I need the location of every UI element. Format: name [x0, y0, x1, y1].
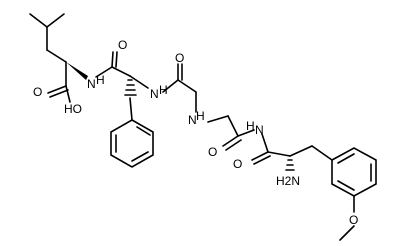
bond: [339, 225, 355, 241]
bond: [95, 66, 113, 78]
bond: [65, 85, 71, 103]
atom-label-h: H: [246, 119, 255, 133]
bond: [177, 79, 197, 93]
stereo-hash: [124, 79, 137, 96]
atom-label-o: O: [33, 85, 42, 99]
bond: [227, 115, 239, 137]
bond: [311, 145, 333, 161]
bond: [111, 66, 131, 77]
phenylalanine-residue: [95, 51, 154, 168]
stereo-hash: [285, 159, 295, 171]
bond: [47, 85, 67, 94]
atom-label-n: N: [255, 123, 264, 137]
bond: [289, 145, 313, 157]
bond: [129, 97, 133, 121]
bond: [111, 51, 114, 68]
atom-label-o: O: [233, 157, 242, 171]
leucine-residue: [29, 13, 88, 103]
atom-label-h: H: [96, 73, 105, 87]
bond: [46, 49, 67, 63]
bond: [115, 51, 118, 68]
atom-label-o: O: [175, 51, 184, 65]
bond: [49, 89, 69, 98]
atom-label-h2n: H2N: [276, 174, 300, 188]
bond: [162, 79, 179, 93]
anisole-ring: [331, 147, 377, 197]
bond: [261, 133, 269, 153]
atom-label-h: H: [159, 83, 168, 97]
stereo-wedge: [66, 62, 88, 80]
bond: [253, 155, 271, 165]
atom-label-o: O: [208, 145, 217, 159]
bond: [237, 129, 255, 137]
bond: [267, 151, 291, 157]
bond: [225, 139, 242, 151]
glycine-residue-2: [162, 63, 197, 113]
bond: [207, 115, 229, 123]
atom-label-o: O: [118, 38, 127, 52]
benzene-ring: [110, 119, 154, 168]
atom-label-o: O: [349, 213, 358, 227]
bond: [29, 13, 48, 28]
atom-label-ho: HO: [64, 102, 82, 116]
glycine-residue-1: [207, 115, 255, 151]
atom-label-n: N: [87, 77, 96, 91]
bond: [251, 151, 269, 161]
atom-label-h: H: [196, 109, 205, 123]
atom-label-n: N: [150, 87, 159, 101]
bond: [46, 13, 65, 28]
bond: [222, 135, 239, 147]
bond: [129, 75, 149, 89]
tyrosine-residue: [251, 133, 377, 241]
atom-label-n: N: [188, 113, 197, 127]
